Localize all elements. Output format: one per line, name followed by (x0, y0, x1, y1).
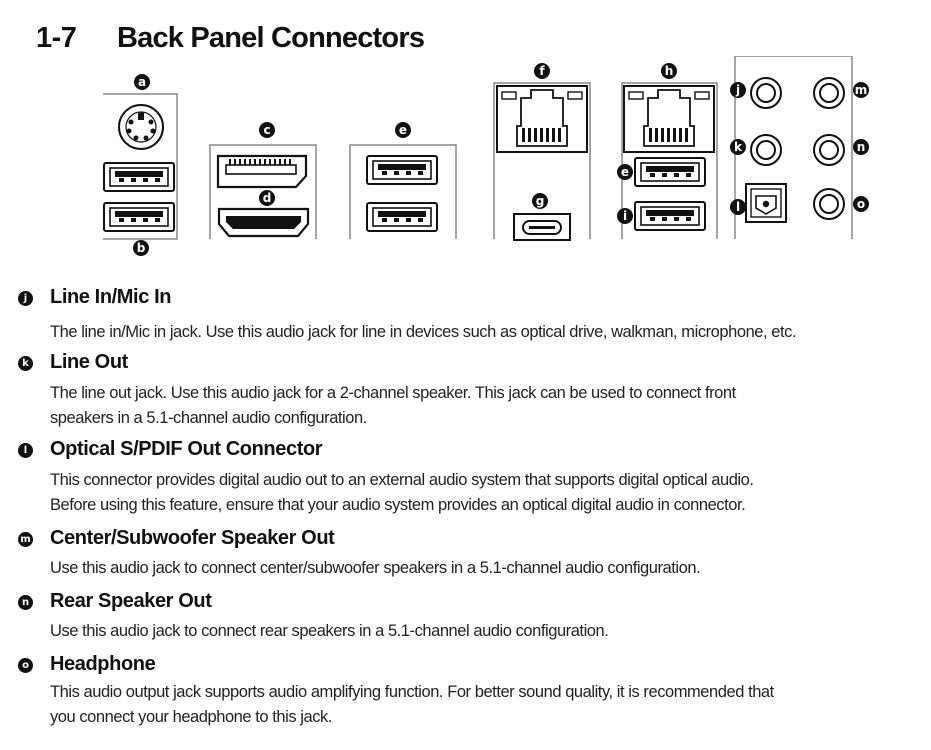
svg-text:j: j (735, 83, 740, 97)
svg-text:h: h (665, 64, 674, 78)
svg-text:e: e (399, 123, 407, 137)
lan-usbc-group (493, 82, 591, 241)
video-output-group (209, 144, 317, 239)
lan-port (496, 85, 588, 153)
item-description: This audio output jack supports audio am… (50, 680, 880, 730)
item-title: Center/Subwoofer Speaker Out (50, 527, 335, 549)
item-line-out: k Line Out The line out jack. Use this a… (18, 351, 918, 427)
item-badge: n (18, 595, 33, 610)
callout-n: n (853, 139, 869, 155)
back-panel-illustration: a b c d e f g h e i j k l m n o (103, 56, 869, 256)
svg-text:f: f (539, 64, 545, 78)
item-description: Use this audio jack to connect center/su… (50, 556, 880, 581)
item-badge: l (18, 443, 33, 458)
description-line: Use this audio jack to connect rear spea… (50, 622, 609, 640)
callout-k: k (730, 139, 746, 155)
svg-text:o: o (857, 197, 865, 211)
lan-usb-group (621, 82, 718, 239)
item-rear-speaker: n Rear Speaker Out Use this audio jack t… (18, 590, 918, 640)
item-line-in: j Line In/Mic In The line in/Mic in jack… (18, 286, 918, 341)
callout-e: e (395, 122, 411, 138)
ps2-usb-group (103, 93, 178, 240)
svg-text:n: n (857, 140, 866, 154)
item-title: Headphone (50, 653, 156, 675)
item-badge: o (18, 658, 33, 673)
callout-a: a (134, 74, 150, 90)
item-optical-spdif: l Optical S/PDIF Out Connector This conn… (18, 438, 918, 514)
callout-j: j (730, 82, 746, 98)
item-description: Use this audio jack to connect rear spea… (50, 619, 880, 644)
description-line: you connect your headphone to this jack. (50, 708, 332, 726)
section-title: Back Panel Connectors (117, 22, 425, 54)
item-badge: j (18, 291, 33, 306)
callout-b: b (133, 240, 149, 256)
usb-port (366, 155, 438, 185)
svg-text:b: b (137, 241, 146, 255)
callout-l: l (730, 199, 746, 215)
back-panel-diagram: a b c d e f g h e i j k l m n o (0, 56, 931, 266)
item-title: Line In/Mic In (50, 286, 172, 308)
item-description: The line out jack. Use this audio jack f… (50, 381, 880, 431)
svg-text:i: i (623, 209, 627, 223)
svg-text:e: e (621, 165, 629, 179)
description-line: Before using this feature, ensure that y… (50, 496, 746, 514)
description-line: This audio output jack supports audio am… (50, 683, 774, 701)
callout-d: d (259, 190, 275, 206)
item-badge: m (18, 532, 33, 547)
callout-h: h (661, 63, 677, 79)
callout-c: c (259, 122, 275, 138)
svg-text:g: g (536, 194, 545, 208)
svg-text:a: a (138, 75, 146, 89)
usb-port (103, 162, 175, 192)
lan-port (623, 85, 715, 153)
usb-group-center (349, 144, 457, 239)
line-in-jack (750, 77, 782, 109)
item-title: Optical S/PDIF Out Connector (50, 438, 323, 460)
usb-port (634, 157, 706, 187)
item-description: The line in/Mic in jack. Use this audio … (50, 320, 880, 345)
item-headphone: o Headphone This audio output jack suppo… (18, 653, 918, 726)
section-header: 1-7 Back Panel Connectors (36, 22, 425, 62)
svg-text:d: d (263, 191, 272, 205)
svg-text:l: l (736, 200, 740, 214)
item-title: Line Out (50, 351, 128, 373)
svg-text:c: c (263, 123, 270, 137)
description-line: speakers in a 5.1-channel audio configur… (50, 409, 367, 427)
svg-text:m: m (855, 83, 868, 97)
description-line: This connector provides digital audio ou… (50, 471, 754, 489)
line-out-jack (750, 134, 782, 166)
item-center-subwoofer: m Center/Subwoofer Speaker Out Use this … (18, 527, 918, 577)
headphone-jack (813, 188, 845, 220)
callout-m: m (853, 82, 869, 98)
rear-speaker-jack (813, 134, 845, 166)
description-line: Use this audio jack to connect center/su… (50, 559, 701, 577)
callout-o: o (853, 196, 869, 212)
center-subwoofer-jack (813, 77, 845, 109)
callout-e2: e (617, 164, 633, 180)
callout-f: f (534, 63, 550, 79)
item-badge: k (18, 356, 33, 371)
description-line: The line out jack. Use this audio jack f… (50, 384, 736, 402)
usb-port (366, 202, 438, 232)
callout-g: g (532, 193, 548, 209)
usb-port (634, 201, 706, 231)
section-number: 1-7 (36, 22, 77, 54)
svg-text:k: k (734, 140, 743, 154)
callout-i: i (617, 208, 633, 224)
item-title: Rear Speaker Out (50, 590, 212, 612)
description-line: The line in/Mic in jack. Use this audio … (50, 323, 797, 341)
item-description: This connector provides digital audio ou… (50, 468, 880, 518)
audio-group (734, 56, 853, 239)
usb-port (103, 202, 175, 232)
